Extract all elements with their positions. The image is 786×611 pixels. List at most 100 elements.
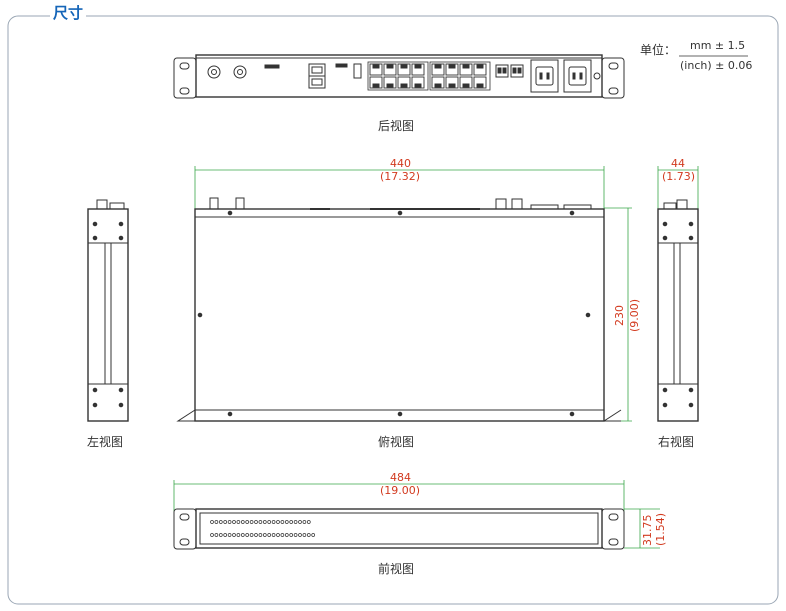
led-indicator bbox=[227, 533, 232, 537]
unit-legend-label: 单位： bbox=[640, 43, 677, 57]
led-indicator bbox=[236, 520, 241, 524]
led-indicator bbox=[293, 520, 298, 524]
terminal-block-1 bbox=[495, 64, 509, 78]
led-indicator bbox=[306, 520, 311, 524]
left-body bbox=[87, 208, 129, 422]
led-indicator bbox=[262, 520, 267, 524]
ground-screw bbox=[593, 72, 601, 80]
rj45-port bbox=[459, 63, 473, 76]
led-indicator bbox=[267, 533, 272, 537]
top-view-caption: 俯视图 bbox=[378, 435, 415, 449]
led-indicator bbox=[214, 533, 219, 537]
led-indicator bbox=[245, 533, 250, 537]
rj45-port bbox=[397, 63, 411, 76]
rear-body bbox=[195, 54, 603, 98]
led-indicator bbox=[302, 533, 307, 537]
led-indicator bbox=[306, 533, 311, 537]
rear-right-ear bbox=[601, 57, 625, 99]
led-indicator bbox=[210, 520, 214, 524]
led-indicator bbox=[236, 533, 241, 537]
rj45-port bbox=[445, 76, 459, 89]
rj45-port bbox=[411, 63, 425, 76]
left-view-caption: 左视图 bbox=[87, 435, 124, 449]
led-indicator bbox=[254, 520, 258, 524]
right-view-caption: 右视图 bbox=[658, 435, 695, 449]
led-indicator bbox=[245, 520, 250, 524]
led-indicator bbox=[311, 533, 316, 537]
overall-inch-label: (19.00) bbox=[380, 484, 421, 497]
led-indicator bbox=[284, 533, 289, 537]
front-view-caption: 前视图 bbox=[378, 562, 415, 576]
led-indicator bbox=[218, 533, 223, 537]
led-indicator bbox=[258, 520, 263, 524]
led-indicator bbox=[293, 533, 298, 537]
led-indicator bbox=[298, 533, 302, 537]
width-inch-label: (17.32) bbox=[380, 170, 421, 183]
led-indicator bbox=[214, 520, 219, 524]
rj45-port bbox=[473, 63, 487, 76]
top-body bbox=[194, 208, 605, 422]
led-indicator-row-2 bbox=[210, 533, 316, 537]
right-view-drawing bbox=[657, 166, 699, 422]
frame-border bbox=[7, 15, 779, 605]
led-indicator bbox=[289, 533, 294, 537]
led-indicator bbox=[218, 520, 223, 524]
power-inlet-2 bbox=[563, 59, 592, 93]
usb-port bbox=[353, 63, 362, 79]
rear-view-caption: 后视图 bbox=[378, 119, 415, 133]
height-inch-label: (1.54) bbox=[654, 512, 667, 546]
led-indicator bbox=[258, 533, 263, 537]
rj45-port bbox=[431, 63, 445, 76]
led-indicator bbox=[254, 533, 258, 537]
led-indicator bbox=[240, 520, 245, 524]
unit-legend-mm: mm ± 1.5 bbox=[690, 39, 746, 52]
rj45-port bbox=[369, 63, 383, 76]
led-indicator bbox=[240, 533, 245, 537]
width-mm-label: 440 bbox=[390, 157, 411, 170]
rj45-port bbox=[369, 76, 383, 89]
bnc-connector-1 bbox=[207, 65, 221, 79]
overall-mm-label: 484 bbox=[390, 471, 411, 484]
led-indicator bbox=[276, 533, 280, 537]
front-left-ear bbox=[173, 508, 197, 550]
rj45-port bbox=[383, 63, 397, 76]
section-title: 尺寸 bbox=[50, 6, 87, 21]
rear-view-drawing bbox=[173, 54, 625, 99]
led-indicator bbox=[271, 520, 276, 524]
front-right-ear bbox=[601, 508, 625, 550]
rj45-port bbox=[473, 76, 487, 89]
led-indicator bbox=[232, 533, 236, 537]
rear-left-ear bbox=[173, 57, 197, 99]
front-view-drawing bbox=[173, 480, 660, 550]
led-indicator bbox=[267, 520, 272, 524]
unit-legend-inch: (inch) ± 0.06 bbox=[680, 59, 753, 72]
rj45-port bbox=[383, 76, 397, 89]
led-indicator bbox=[223, 520, 228, 524]
led-indicator bbox=[232, 520, 236, 524]
rj45-port bbox=[397, 76, 411, 89]
side-inch-label: (1.73) bbox=[662, 170, 696, 183]
led-indicator bbox=[289, 520, 294, 524]
rj45-port bbox=[459, 76, 473, 89]
left-view-drawing bbox=[87, 199, 129, 422]
rj45-port bbox=[445, 63, 459, 76]
power-inlet-1 bbox=[530, 59, 559, 93]
side-mm-label: 44 bbox=[671, 157, 685, 170]
led-indicator bbox=[280, 520, 285, 524]
rj45-port bbox=[411, 76, 425, 89]
depth-inch-label: (9.00) bbox=[628, 298, 641, 332]
led-indicator bbox=[298, 520, 302, 524]
rj45-port bbox=[431, 76, 445, 89]
led-indicator bbox=[280, 533, 285, 537]
led-indicator bbox=[262, 533, 267, 537]
depth-mm-label: 230 bbox=[613, 305, 626, 326]
terminal-block-2 bbox=[510, 64, 524, 78]
height-mm-label: 31.75 bbox=[641, 514, 654, 547]
rj45-port-group-1 bbox=[367, 61, 429, 91]
led-indicator bbox=[223, 533, 228, 537]
led-indicator bbox=[271, 533, 276, 537]
rj45-port-group-2 bbox=[429, 61, 491, 91]
led-indicator bbox=[249, 533, 254, 537]
front-body bbox=[195, 508, 603, 549]
